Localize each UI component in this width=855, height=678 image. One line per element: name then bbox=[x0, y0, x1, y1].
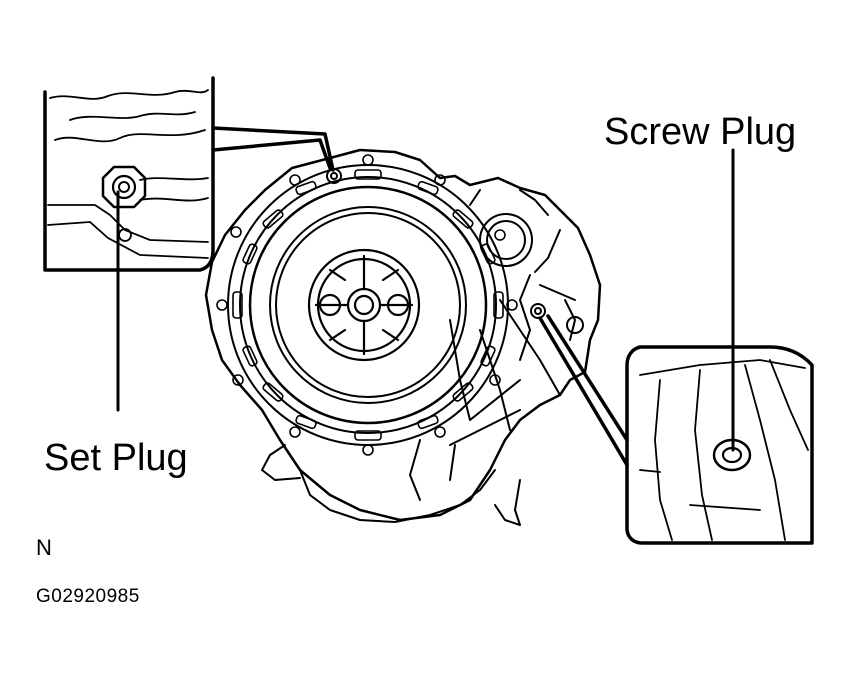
right-case-details bbox=[409, 189, 584, 501]
figure-code: G02920985 bbox=[36, 586, 140, 607]
flange-bolt-holes bbox=[216, 154, 518, 456]
input-shaft-hub bbox=[307, 248, 421, 362]
screw-plug-label: Screw Plug bbox=[604, 111, 797, 153]
direction-label: N bbox=[36, 535, 52, 560]
set-plug-label: Set Plug bbox=[44, 437, 188, 479]
set-plug-inset bbox=[43, 76, 335, 272]
screw-plug-inset bbox=[538, 314, 814, 545]
flange-slots bbox=[232, 169, 504, 441]
screw-plug-marker bbox=[530, 303, 546, 319]
